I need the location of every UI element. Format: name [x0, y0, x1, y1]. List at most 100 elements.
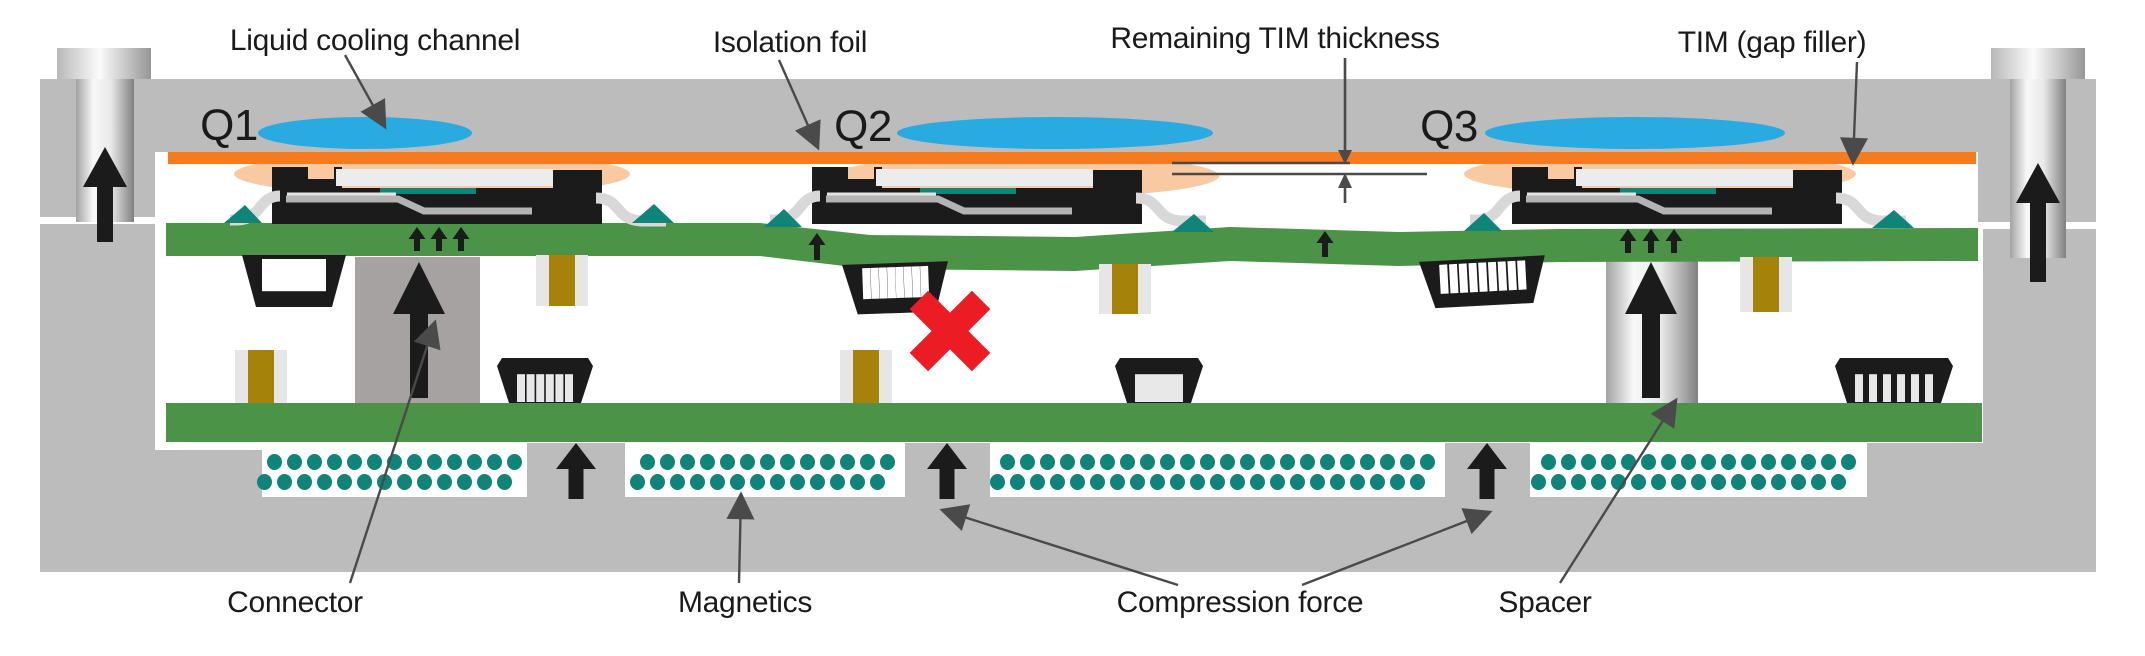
magnetics-dot	[1651, 474, 1666, 490]
board-components	[235, 255, 1953, 403]
label-magnetics: Magnetics	[678, 586, 812, 619]
magnetics-dot	[1300, 454, 1315, 470]
label-spacer: Spacer	[1498, 586, 1592, 619]
magnetics-dot	[640, 454, 655, 470]
magnetics-dot	[1631, 474, 1646, 490]
screw-head	[57, 48, 151, 79]
magnetics-dot	[1791, 474, 1806, 490]
magnetics-dot	[497, 474, 512, 490]
magnetics-dot	[1751, 474, 1766, 490]
magnetics-dot	[1130, 474, 1145, 490]
magnetics-dot	[467, 454, 482, 470]
solder-fillet	[224, 205, 262, 223]
magnetics-dot	[1090, 474, 1105, 490]
pcb-force-arrow	[1316, 231, 1334, 257]
press-fit-pin	[1740, 257, 1792, 312]
magnetics-dot	[1721, 454, 1736, 470]
magnetics-dot	[1731, 474, 1746, 490]
label-tim-gap-filler: TIM (gap filler)	[1678, 26, 1867, 59]
leader-magnetics	[726, 491, 755, 584]
magnetics-dot	[1571, 474, 1586, 490]
magnetics-dot	[1350, 474, 1365, 490]
pcb-force-arrow	[1642, 229, 1660, 253]
leader-compression-right	[1301, 508, 1493, 587]
screw-force-arrow	[2016, 163, 2060, 282]
press-fit-pin	[536, 255, 588, 306]
spacer-force-arrow	[1625, 262, 1677, 398]
magnetics-dot	[1541, 454, 1556, 470]
magnetics-dot	[1761, 454, 1776, 470]
magnetics-dot	[1040, 454, 1055, 470]
press-fit-pin	[235, 350, 287, 403]
magnetics-dot	[507, 454, 522, 470]
pcb-force-arrow	[1665, 229, 1683, 253]
magnetics-dot	[1250, 474, 1265, 490]
magnetics-dot	[630, 474, 645, 490]
magnetics-dot	[800, 454, 815, 470]
magnetics-dot	[650, 474, 665, 490]
magnetics-dot	[1420, 454, 1435, 470]
isolation-foil-bar	[168, 152, 1976, 164]
magnetics-dot	[1120, 454, 1135, 470]
magnetics-dot	[1681, 454, 1696, 470]
wall-slot	[134, 217, 155, 224]
magnetics-dot	[870, 474, 885, 490]
magnetics-dot	[740, 454, 755, 470]
magnetics-dot	[860, 454, 875, 470]
smd-connector	[1115, 358, 1203, 403]
leader-liquid-cooling	[343, 54, 387, 130]
magnetics-dot	[720, 454, 735, 470]
magnetics-dot	[1010, 474, 1025, 490]
leader-tim-gap-filler	[1840, 61, 1868, 166]
leader-spacer	[1558, 397, 1678, 584]
power-module-q3	[1470, 167, 1906, 224]
magnetics-dot	[337, 474, 352, 490]
magnetics-dot	[397, 474, 412, 490]
wall-slot	[2066, 222, 2096, 229]
leader-compression-left	[939, 504, 1179, 587]
tim-thickness-dimension	[1172, 58, 1427, 203]
magnetics-dot	[1140, 454, 1155, 470]
magnetics-dot	[1821, 454, 1836, 470]
solder-fillet	[764, 209, 802, 227]
magnetics-dot	[417, 474, 432, 490]
pcb-force-arrow	[1619, 229, 1637, 253]
magnetics-dot	[357, 474, 372, 490]
magnetics-dot	[1711, 474, 1726, 490]
magnetics-dot	[1781, 454, 1796, 470]
magnetics-dot	[790, 474, 805, 490]
magnetics-dot	[1030, 474, 1045, 490]
magnetics-dot	[1691, 474, 1706, 490]
compression-arrow	[927, 443, 967, 499]
magnetics-dot	[1811, 474, 1826, 490]
magnetics-dot	[487, 454, 502, 470]
magnetics-dot	[670, 474, 685, 490]
pcb-force-arrow	[808, 233, 826, 260]
magnetics-dot	[660, 454, 675, 470]
magnetics-dot	[1701, 454, 1716, 470]
magnetics-dot	[1000, 454, 1015, 470]
magnetics-windings	[257, 454, 1856, 490]
cooling-channel-q3	[1485, 117, 1785, 149]
magnetics-dot	[840, 454, 855, 470]
magnetics-dot	[850, 474, 865, 490]
screw-head	[1991, 48, 2085, 79]
magnetics-dot	[1270, 474, 1285, 490]
pcb-force-arrow	[452, 227, 470, 251]
magnetics-dot	[1240, 454, 1255, 470]
magnetics-dot	[1220, 454, 1235, 470]
magnetics-dot	[1410, 474, 1425, 490]
magnetics-dot	[407, 454, 422, 470]
compression-arrow	[1467, 443, 1507, 499]
label-compression-force: Compression force	[1117, 586, 1364, 619]
magnetics-dot	[1340, 454, 1355, 470]
wall-slot	[1983, 222, 2010, 229]
base-right-shoulder	[1867, 443, 1983, 499]
power-module-q1	[230, 167, 666, 224]
magnetics-dot	[1551, 474, 1566, 490]
smd-connector	[1418, 255, 1545, 309]
magnetics-dot	[1360, 454, 1375, 470]
leader-connector	[348, 319, 441, 584]
solder-fillet	[1872, 210, 1914, 228]
magnetics-dot	[1310, 474, 1325, 490]
